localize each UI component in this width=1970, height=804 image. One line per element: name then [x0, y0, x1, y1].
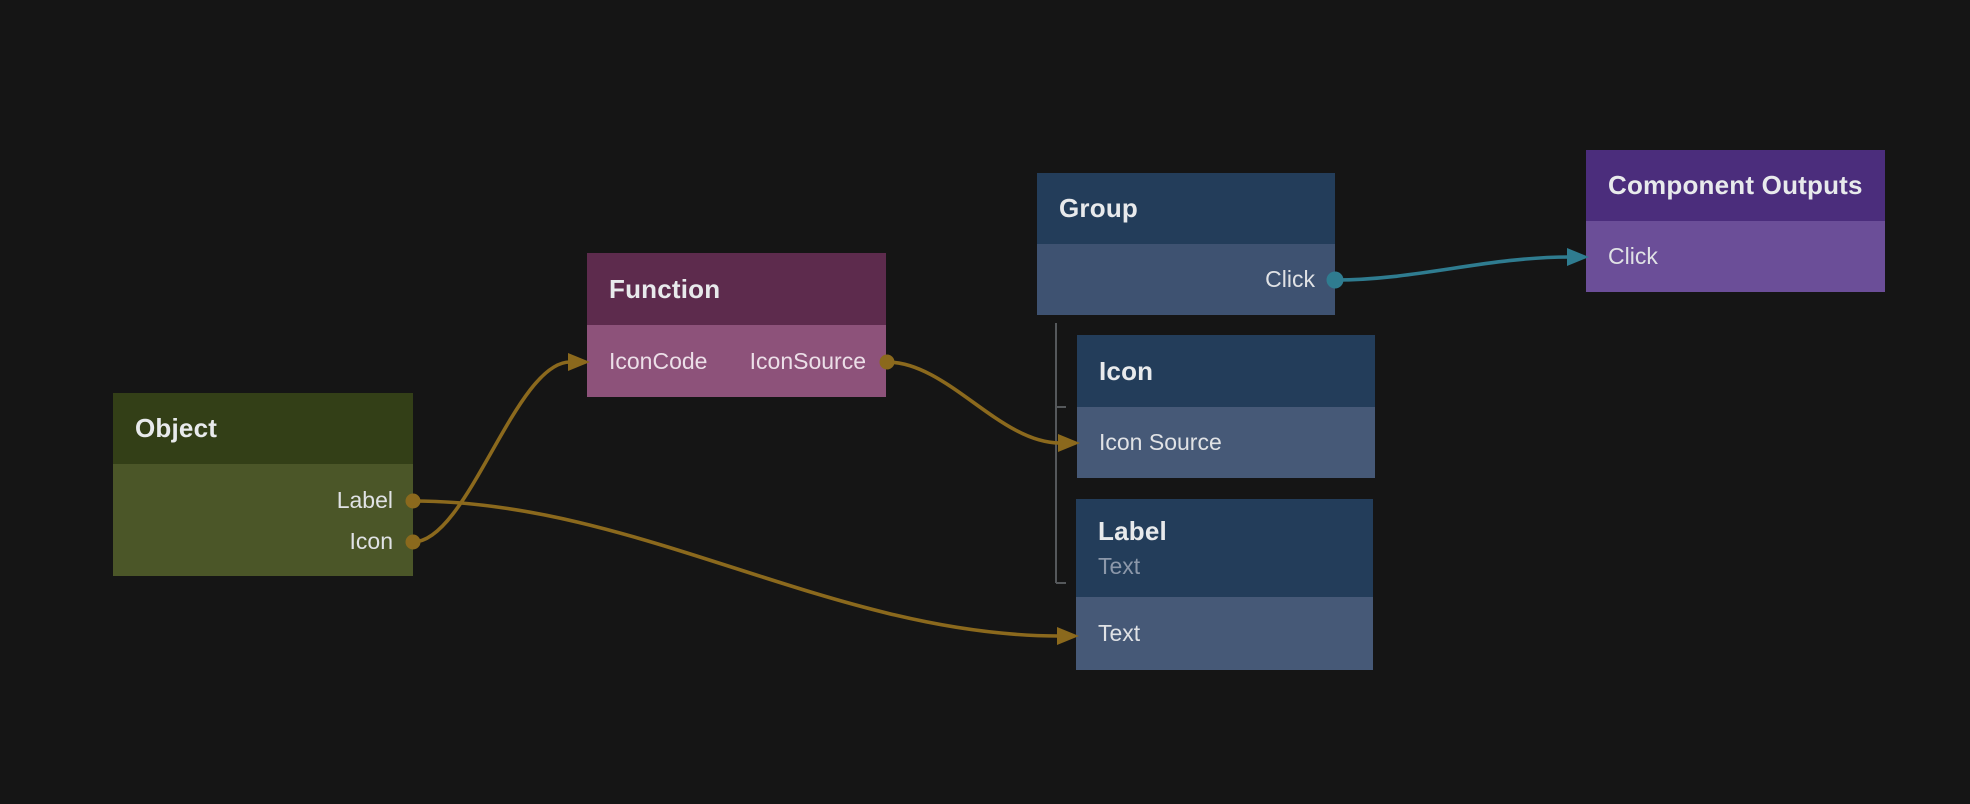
- node-title: Component Outputs: [1608, 170, 1863, 201]
- connection-wire[interactable]: [413, 501, 1059, 636]
- node-type-subtitle: Text: [1098, 553, 1351, 580]
- port-label: Click: [1608, 243, 1658, 270]
- node-title: Label: [1098, 516, 1351, 547]
- node-icon-body: Icon Source: [1077, 407, 1375, 478]
- connection-wire[interactable]: [887, 362, 1060, 443]
- port-function-row: IconCode IconSource: [587, 325, 886, 397]
- node-title: Icon: [1099, 356, 1353, 387]
- port-group-click-output[interactable]: Click: [1037, 244, 1335, 315]
- node-label[interactable]: Label Text Text: [1076, 499, 1373, 670]
- port-object-icon-output[interactable]: Icon: [113, 521, 413, 562]
- port-componentoutputs-click-input[interactable]: Click: [1586, 221, 1885, 292]
- port-label: Label: [337, 487, 393, 514]
- node-icon[interactable]: Icon Icon Source: [1077, 335, 1375, 478]
- node-label-header[interactable]: Label Text: [1076, 499, 1373, 597]
- port-label: Text: [1098, 620, 1140, 647]
- port-label: Icon: [350, 528, 393, 555]
- node-object-body: Label Icon: [113, 464, 413, 576]
- connection-wire[interactable]: [413, 362, 570, 542]
- port-label-text-input[interactable]: Text: [1076, 597, 1373, 670]
- node-object-header[interactable]: Object: [113, 393, 413, 464]
- node-component-outputs-body: Click: [1586, 221, 1885, 292]
- node-object[interactable]: Object Label Icon: [113, 393, 413, 576]
- node-component-outputs-header[interactable]: Component Outputs: [1586, 150, 1885, 221]
- node-title: Function: [609, 274, 864, 305]
- port-function-iconsource-output[interactable]: IconSource: [750, 348, 866, 375]
- connection-wire[interactable]: [1335, 257, 1569, 280]
- node-title: Group: [1059, 193, 1313, 224]
- node-component-outputs[interactable]: Component Outputs Click: [1586, 150, 1885, 292]
- node-function[interactable]: Function IconCode IconSource: [587, 253, 886, 397]
- node-function-header[interactable]: Function: [587, 253, 886, 325]
- port-label: Click: [1265, 266, 1315, 293]
- node-title: Object: [135, 413, 391, 444]
- node-icon-header[interactable]: Icon: [1077, 335, 1375, 407]
- port-object-label-output[interactable]: Label: [113, 480, 413, 521]
- node-group-header[interactable]: Group: [1037, 173, 1335, 244]
- port-icon-iconsource-input[interactable]: Icon Source: [1077, 407, 1375, 478]
- port-function-iconcode-input[interactable]: IconCode: [609, 348, 707, 375]
- node-function-body: IconCode IconSource: [587, 325, 886, 397]
- node-label-body: Text: [1076, 597, 1373, 670]
- node-group-body: Click: [1037, 244, 1335, 315]
- node-group[interactable]: Group Click: [1037, 173, 1335, 315]
- port-label: Icon Source: [1099, 429, 1222, 456]
